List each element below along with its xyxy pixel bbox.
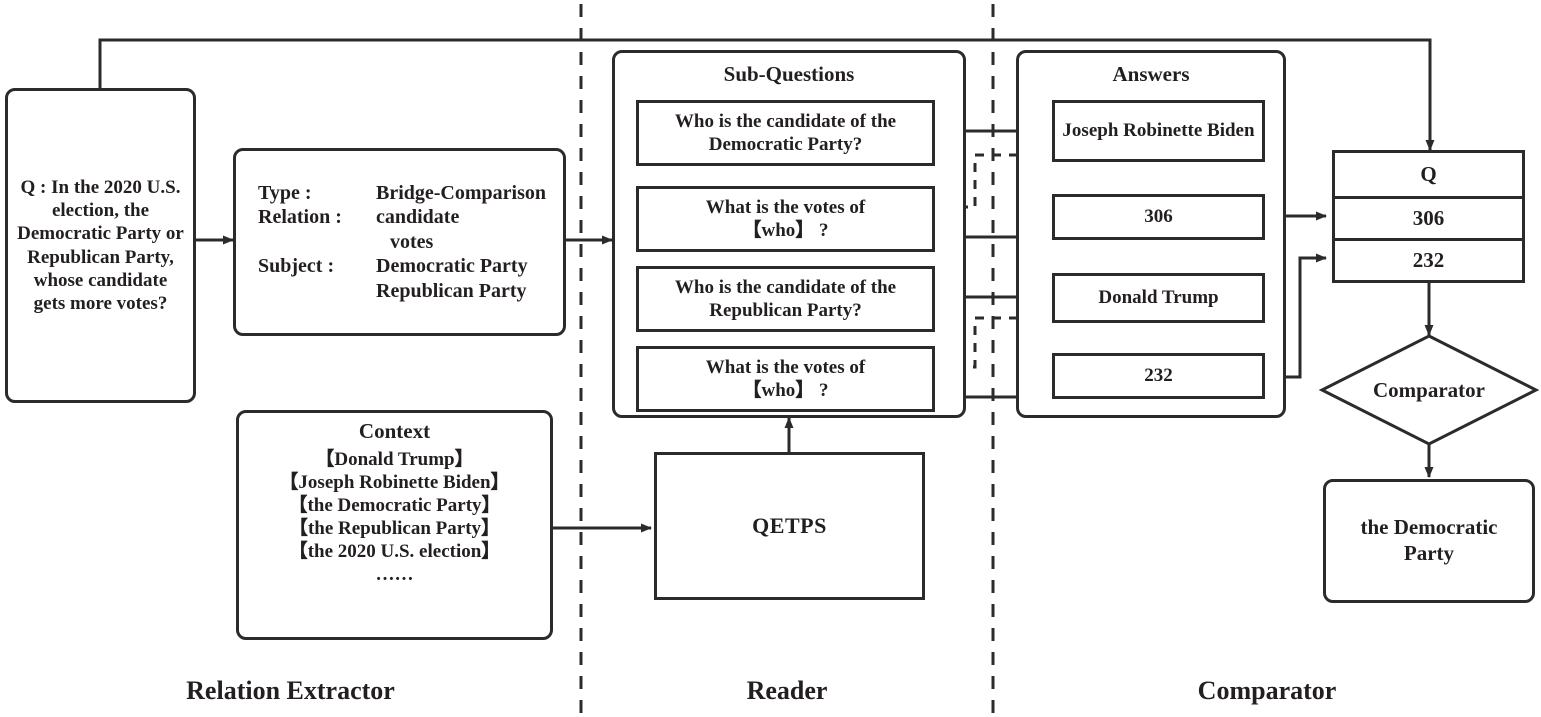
subject-value-2: Republican Party <box>376 279 527 302</box>
sub-question-1-line-1: Who is the candidate of the <box>674 110 897 132</box>
context-item-5: 【the 2020 U.S. election】 <box>288 541 501 563</box>
context-item-4: 【the Republican Party】 <box>288 518 501 540</box>
final-answer-line-1: the Democratic <box>1360 515 1498 540</box>
answer-3: Donald Trump <box>1052 273 1265 323</box>
question-text: Q : In the 2020 U.S. election, the Democ… <box>17 176 184 314</box>
final-answer-box: the Democratic Party <box>1323 479 1535 603</box>
section-label-comparator: Comparator <box>1197 676 1337 705</box>
final-answer-line-2: Party <box>1403 541 1455 565</box>
answer-3-text: Donald Trump <box>1098 287 1219 309</box>
answer-2-text: 306 <box>1144 206 1173 228</box>
section-label-relation-extractor: Relation Extractor <box>186 676 395 705</box>
qetps-module[interactable]: QETPS <box>654 452 925 600</box>
answer-1-text: Joseph Robinette Biden <box>1062 120 1255 142</box>
type-key: Type : <box>258 182 312 205</box>
sub-question-4-line-1: What is the votes of <box>705 356 866 378</box>
comparator-table-row-306: 306 <box>1335 196 1522 238</box>
answer-2: 306 <box>1052 194 1265 240</box>
sub-question-4[interactable]: What is the votes of 【who】 ? <box>636 346 935 412</box>
sub-question-1[interactable]: Who is the candidate of the Democratic P… <box>636 100 935 166</box>
relation-field-relation: Relation : candidate <box>258 205 563 229</box>
sub-question-2-line-2: 【who】 ? <box>742 220 829 241</box>
qetps-label: QETPS <box>752 512 827 538</box>
context-item-2: 【Joseph Robinette Biden】 <box>279 471 510 493</box>
sub-question-2[interactable]: What is the votes of 【who】 ? <box>636 186 935 252</box>
answer-1: Joseph Robinette Biden <box>1052 100 1265 162</box>
question-box: Q : In the 2020 U.S. election, the Democ… <box>5 88 196 403</box>
context-box: Context 【Donald Trump】 【Joseph Robinette… <box>236 410 553 640</box>
answers-title: Answers <box>1112 62 1190 86</box>
comparator-table-row-232: 232 <box>1335 238 1522 280</box>
section-label-reader: Reader <box>746 676 828 705</box>
relation-value-1: candidate <box>376 206 460 229</box>
sub-question-3-line-1: Who is the candidate of the <box>674 276 897 298</box>
comparator-label-text: Comparator <box>1373 377 1485 402</box>
context-title: Context <box>358 419 431 443</box>
relation-field-subject-2: Republican Party <box>258 279 563 303</box>
context-item-3: 【the Democratic Party】 <box>288 494 501 516</box>
sub-question-2-line-1: What is the votes of <box>705 196 866 218</box>
comparator-input-table: Q 306 232 <box>1332 150 1525 283</box>
sub-questions-title: Sub-Questions <box>723 62 855 86</box>
comparator-table-row-q: Q <box>1420 162 1437 186</box>
relation-field-relation-2: votes <box>258 230 563 254</box>
relation-field-subject: Subject : Democratic Party <box>258 254 563 278</box>
answer-4-text: 232 <box>1144 365 1173 387</box>
context-item-6: …… <box>375 564 414 586</box>
relation-field-type: Type : Bridge-Comparison <box>258 181 563 205</box>
answer-4: 232 <box>1052 353 1265 399</box>
type-value: Bridge-Comparison <box>376 182 546 205</box>
context-item-1: 【Donald Trump】 <box>315 448 474 470</box>
sub-question-3[interactable]: Who is the candidate of the Republican P… <box>636 266 935 332</box>
subject-value-1: Democratic Party <box>376 255 528 278</box>
relation-extraction-box: Type : Bridge-Comparison Relation : cand… <box>233 148 566 336</box>
relation-key: Relation : <box>258 206 342 229</box>
sub-question-1-line-2: Democratic Party? <box>708 134 863 155</box>
sub-question-4-line-2: 【who】 ? <box>742 380 829 401</box>
subject-key: Subject : <box>258 255 335 278</box>
sub-question-3-line-2: Republican Party? <box>709 300 862 321</box>
relation-value-2: votes <box>390 230 434 253</box>
comparator-node-label: Comparator <box>1342 372 1516 408</box>
